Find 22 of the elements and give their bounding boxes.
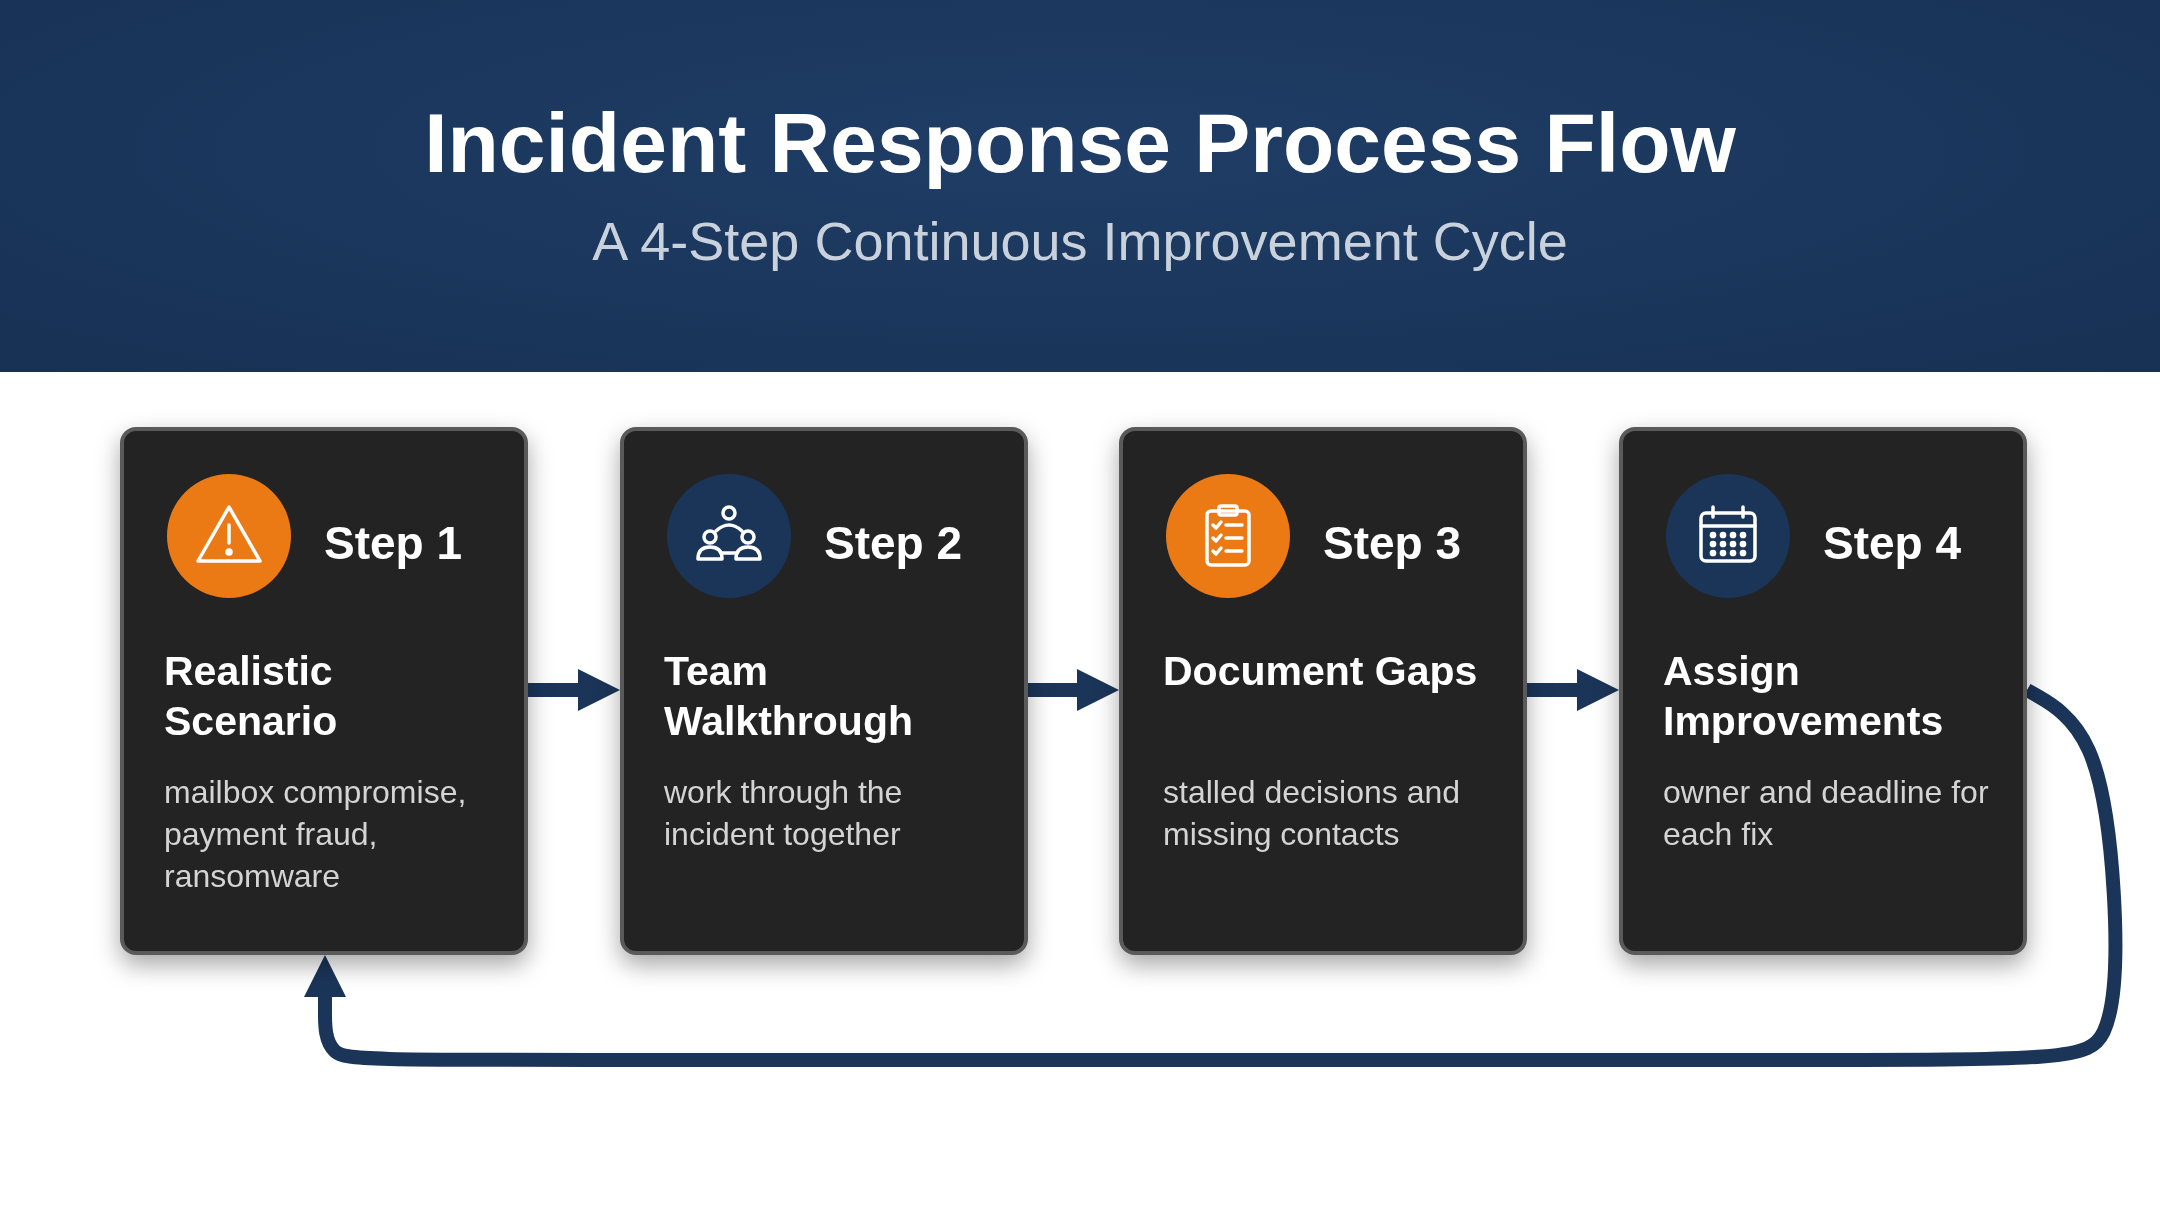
- step-heading: Realistic Scenario: [164, 647, 339, 746]
- step-heading: Assign Improvements: [1663, 647, 1945, 746]
- step-description: stalled decisions and missing contacts: [1163, 773, 1462, 854]
- step-card: [1619, 427, 2027, 955]
- subtitle: A 4-Step Continuous Improvement Cycle: [591, 210, 1569, 272]
- step-description: work through the incident together: [664, 773, 904, 854]
- flow-arrow: [1527, 669, 1619, 711]
- step-heading: Team Walkthrough: [664, 647, 914, 746]
- step-number: Step 1: [324, 516, 463, 570]
- title: Incident Response Process Flow: [423, 95, 1737, 192]
- step-number: Step 4: [1823, 516, 1962, 570]
- step-number: Step 2: [824, 516, 963, 570]
- step-card: [1119, 427, 1527, 955]
- step-description: mailbox compromise, payment fraud, ransomware: [164, 773, 468, 896]
- flow-arrow: [528, 669, 620, 711]
- step-description: owner and deadline for each fix: [1663, 773, 1990, 854]
- flow-arrow: [304, 683, 2123, 1067]
- step-card: [120, 427, 528, 955]
- flow-arrow: [1028, 669, 1119, 711]
- step-card: [620, 427, 1028, 955]
- step-number: Step 3: [1323, 516, 1462, 570]
- step-heading: Document Gaps: [1163, 647, 1479, 696]
